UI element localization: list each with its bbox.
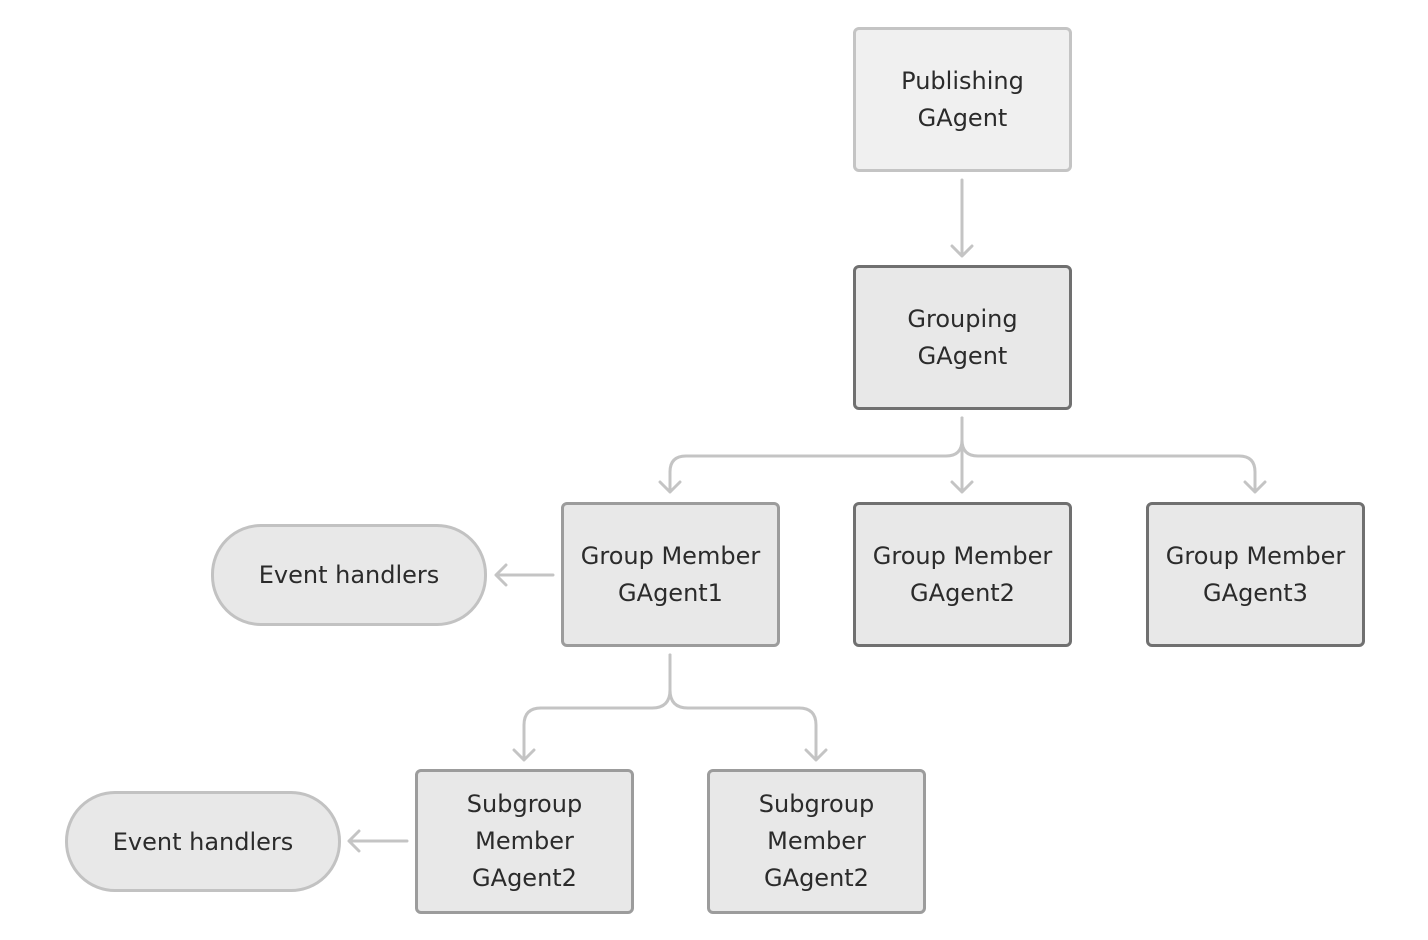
arrow-publishing-to-grouping	[950, 178, 974, 258]
group-member-gagent3-node: Group Member GAgent3	[1146, 502, 1365, 647]
grouping-gagent-node: Grouping GAgent	[853, 265, 1072, 410]
arrow-grouping-to-member1	[658, 416, 964, 494]
node-label: GAgent3	[1203, 578, 1308, 607]
arrow-subgroup-to-handlers	[347, 829, 409, 853]
node-label: GAgent2	[472, 864, 577, 892]
arrow-grouping-to-member3	[960, 416, 1267, 494]
node-label: GAgent1	[618, 578, 723, 607]
node-label: Group Member	[580, 541, 761, 570]
node-label: Group Member	[872, 541, 1053, 570]
arrow-member1-to-subgroup-left	[512, 653, 672, 762]
arrow-member1-to-subgroup-right	[668, 653, 828, 762]
pill-label: Event handlers	[258, 561, 440, 589]
node-label: Member	[767, 827, 866, 855]
node-label: Subgroup	[758, 790, 875, 818]
event-handlers-pill: Event handlers	[211, 524, 487, 626]
group-member-gagent2-node: Group Member GAgent2	[853, 502, 1072, 647]
event-handlers-pill: Event handlers	[65, 791, 341, 892]
node-label: GAgent	[917, 103, 1008, 132]
group-member-gagent1-node: Group Member GAgent1	[561, 502, 780, 647]
arrow-member1-to-handlers	[494, 563, 555, 587]
node-label: Subgroup	[466, 790, 583, 818]
node-label: Publishing	[901, 66, 1024, 95]
node-label: Member	[475, 827, 574, 855]
node-label: Grouping	[907, 304, 1018, 333]
node-label: GAgent	[917, 341, 1008, 370]
publishing-gagent-node: Publishing GAgent	[853, 27, 1072, 172]
subgroup-member-left-node: Subgroup Member GAgent2	[415, 769, 634, 914]
node-label: GAgent2	[910, 578, 1015, 607]
node-label: Group Member	[1165, 541, 1346, 570]
node-label: GAgent2	[764, 864, 869, 892]
subgroup-member-right-node: Subgroup Member GAgent2	[707, 769, 926, 914]
pill-label: Event handlers	[112, 827, 294, 856]
